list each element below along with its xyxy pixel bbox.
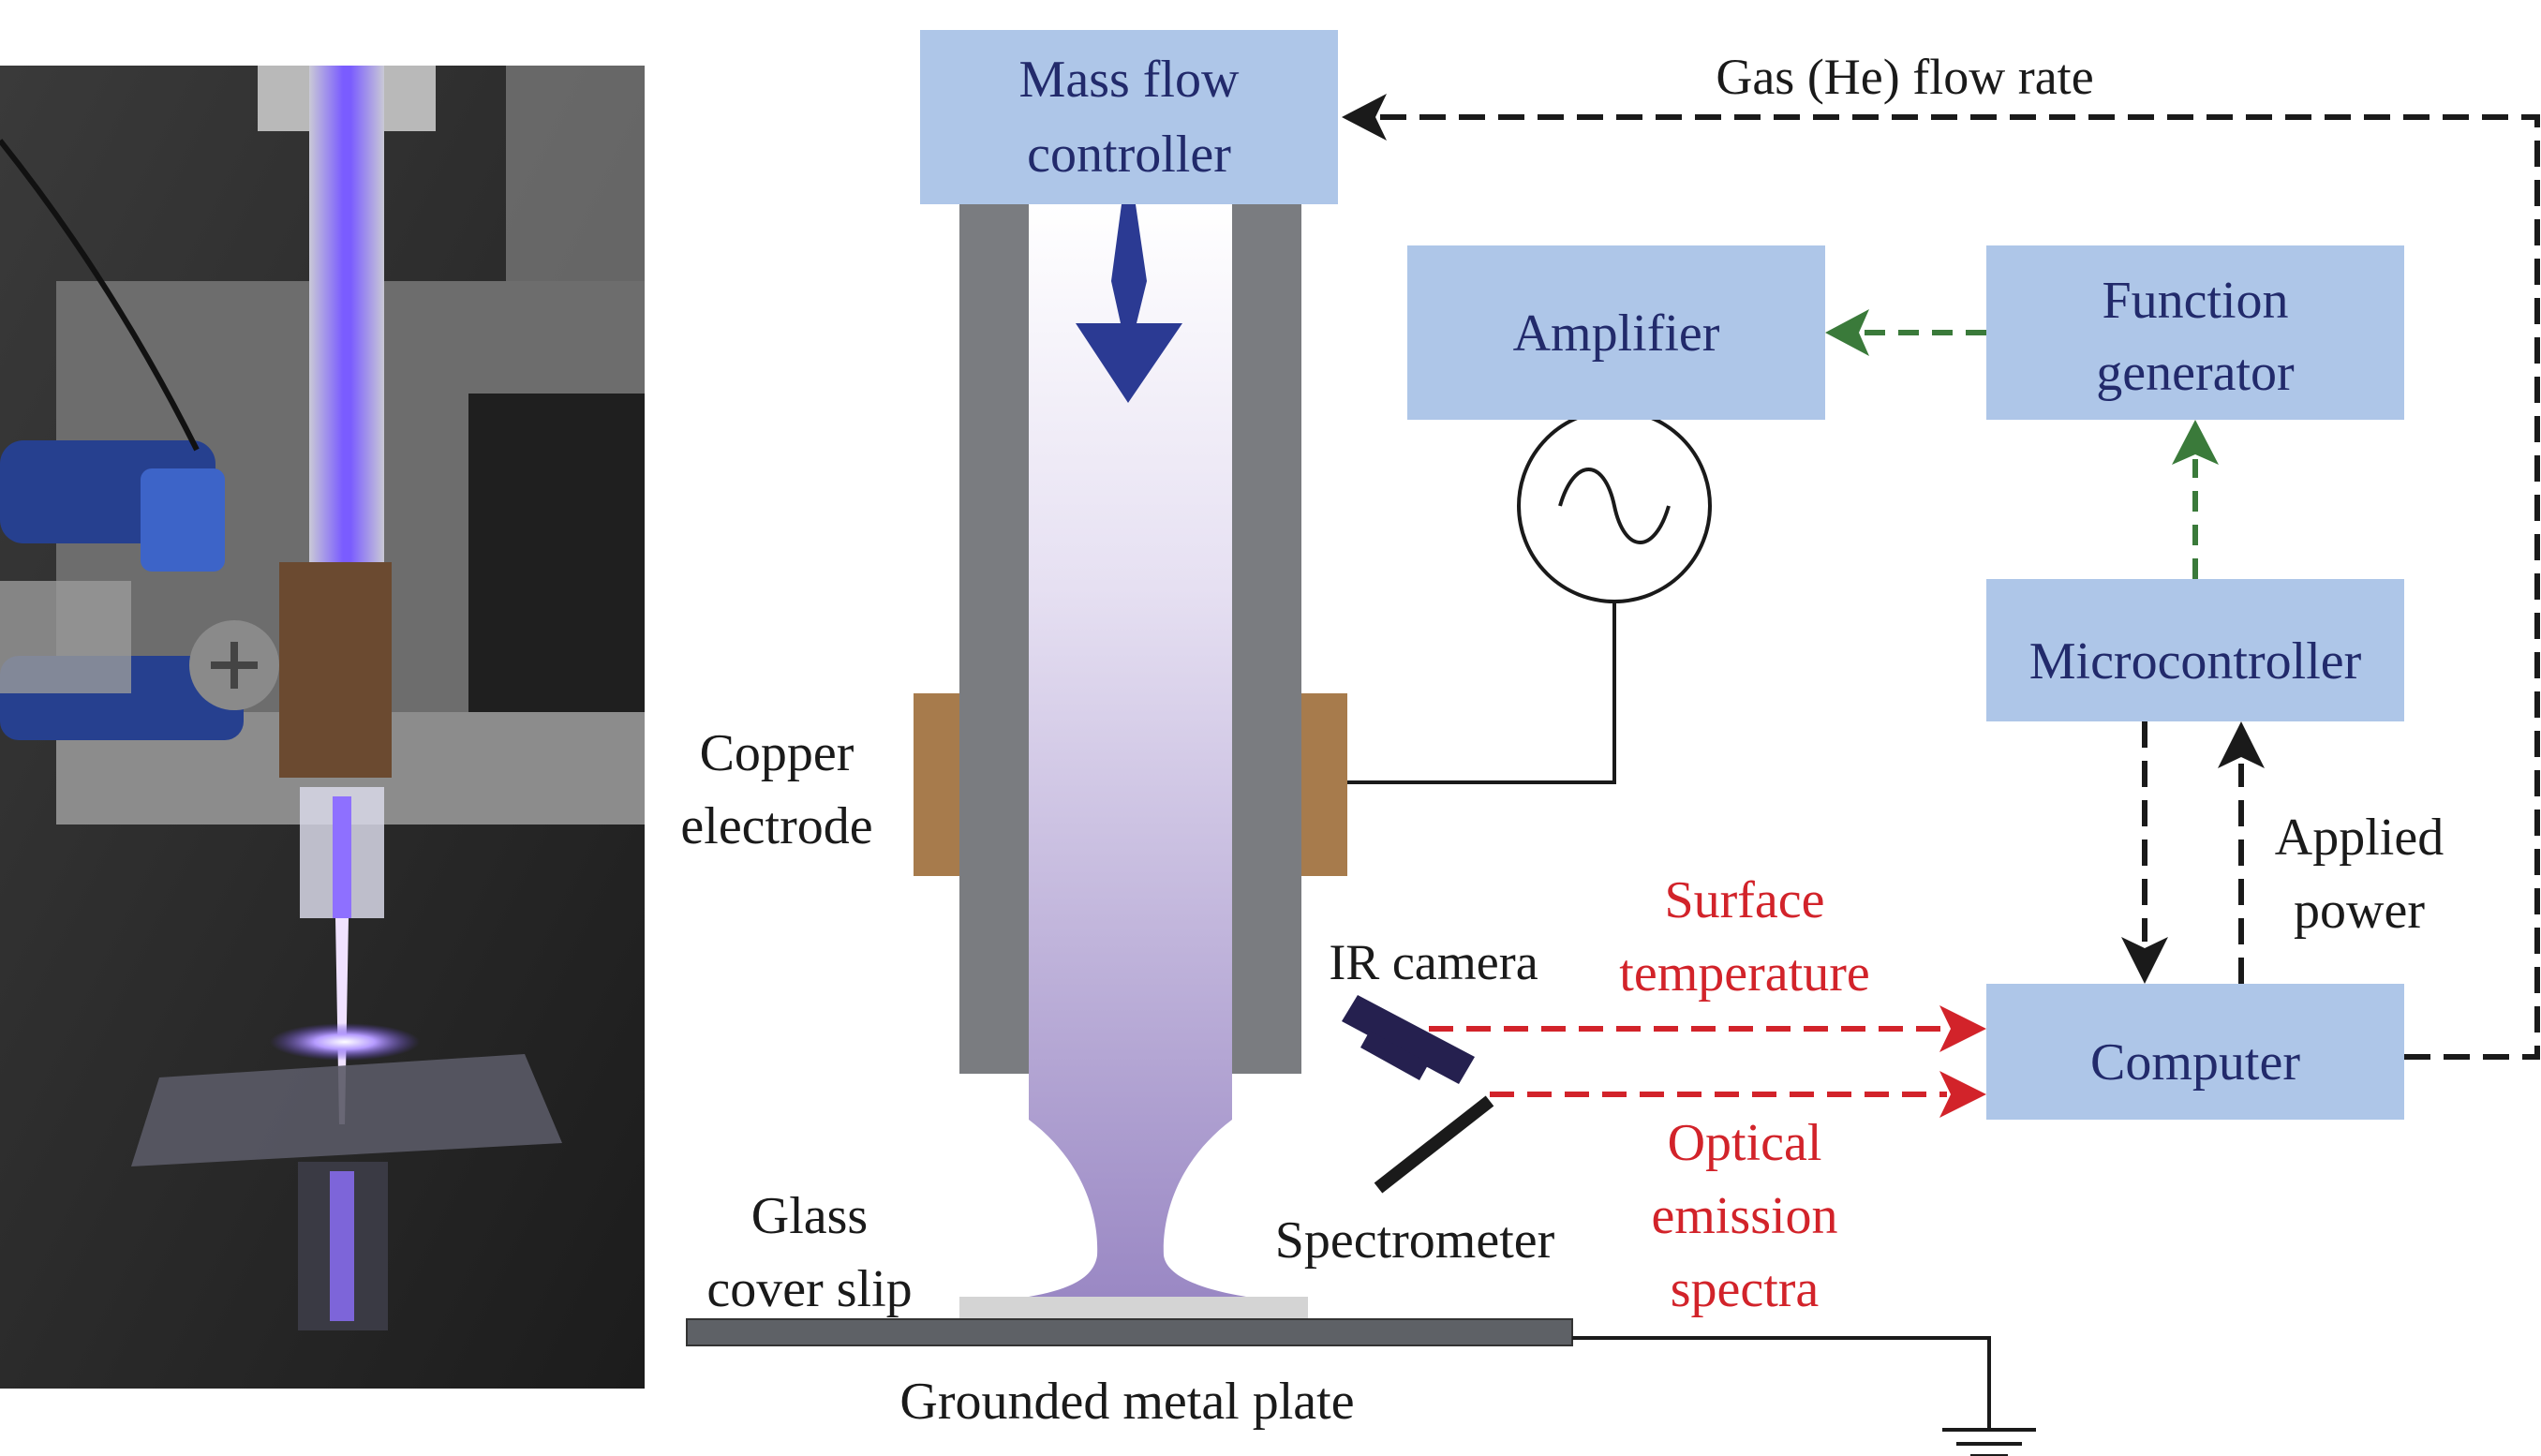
gas-flow-feedback-line [1377,114,2540,1060]
microcontroller-box [1986,579,2404,721]
ir-camera-label: IR camera [1329,934,1538,990]
jet-tube [959,204,1301,1297]
microcontroller-label: Microcontroller [2029,632,2362,691]
surface-temperature-arrowhead-icon [1939,1005,1986,1052]
optical-emission-label-1: Optical [1668,1114,1822,1172]
glass-cover-slip-label-1: Glass [751,1187,868,1245]
plasma-jet-photo [0,66,645,1389]
optical-emission-arrowhead-icon [1939,1071,1986,1118]
mc-to-computer-arrowhead-icon [2121,937,2168,984]
copper-electrode-label-2: electrode [680,797,872,855]
amplifier-label: Amplifier [1513,305,1720,363]
computer-label: Computer [2090,1033,2300,1092]
computer-to-mc-arrowhead-icon [2218,721,2265,768]
mass-flow-controller-box [920,30,1338,204]
ground-wire [1572,1336,1991,1430]
fg-to-amp-arrowhead-icon [1825,309,1869,356]
glass-cover-slip [959,1297,1308,1319]
gas-flow-arrowhead-icon [1342,94,1387,141]
mc-to-fg-arrowhead-icon [2172,420,2219,465]
plasma-plume [1029,204,1246,1297]
gas-flow-arrow-icon [1076,204,1182,403]
function-generator-label-1: Function [2102,272,2288,330]
gas-flow-rate-label: Gas (He) flow rate [1716,49,2093,105]
tube-wall-right [1232,204,1301,1074]
surface-temperature-label-2: temperature [1619,944,1869,1003]
spectrometer-probe-icon [1374,1095,1494,1194]
optical-emission-label-2: emission [1651,1187,1837,1245]
applied-power-label-1: Applied [2275,809,2444,867]
mass-flow-label-1: Mass flow [1019,51,1240,109]
computer-box [1986,984,2404,1120]
applied-power-label-2: power [2294,882,2425,940]
mass-flow-label-2: controller [1027,126,1231,184]
grounded-plate-label: Grounded metal plate [899,1373,1354,1431]
ground-icon [1942,1428,2036,1456]
ir-camera-icon [1342,995,1475,1084]
function-generator-box [1986,245,2404,420]
copper-electrode-label-1: Copper [700,724,854,782]
optical-emission-label-3: spectra [1671,1260,1820,1318]
spectrometer-label: Spectrometer [1275,1211,1555,1270]
copper-electrode-left [914,693,959,876]
grounded-metal-plate [686,1318,1573,1346]
function-generator-label-2: generator [2096,344,2295,402]
copper-electrode-right [1301,693,1347,876]
glass-cover-slip-label-2: cover slip [706,1260,912,1318]
electrode-wire [1347,602,1616,784]
amplifier-box [1407,245,1825,420]
surface-temperature-label-1: Surface [1664,871,1824,929]
tube-wall-left [959,204,1029,1074]
